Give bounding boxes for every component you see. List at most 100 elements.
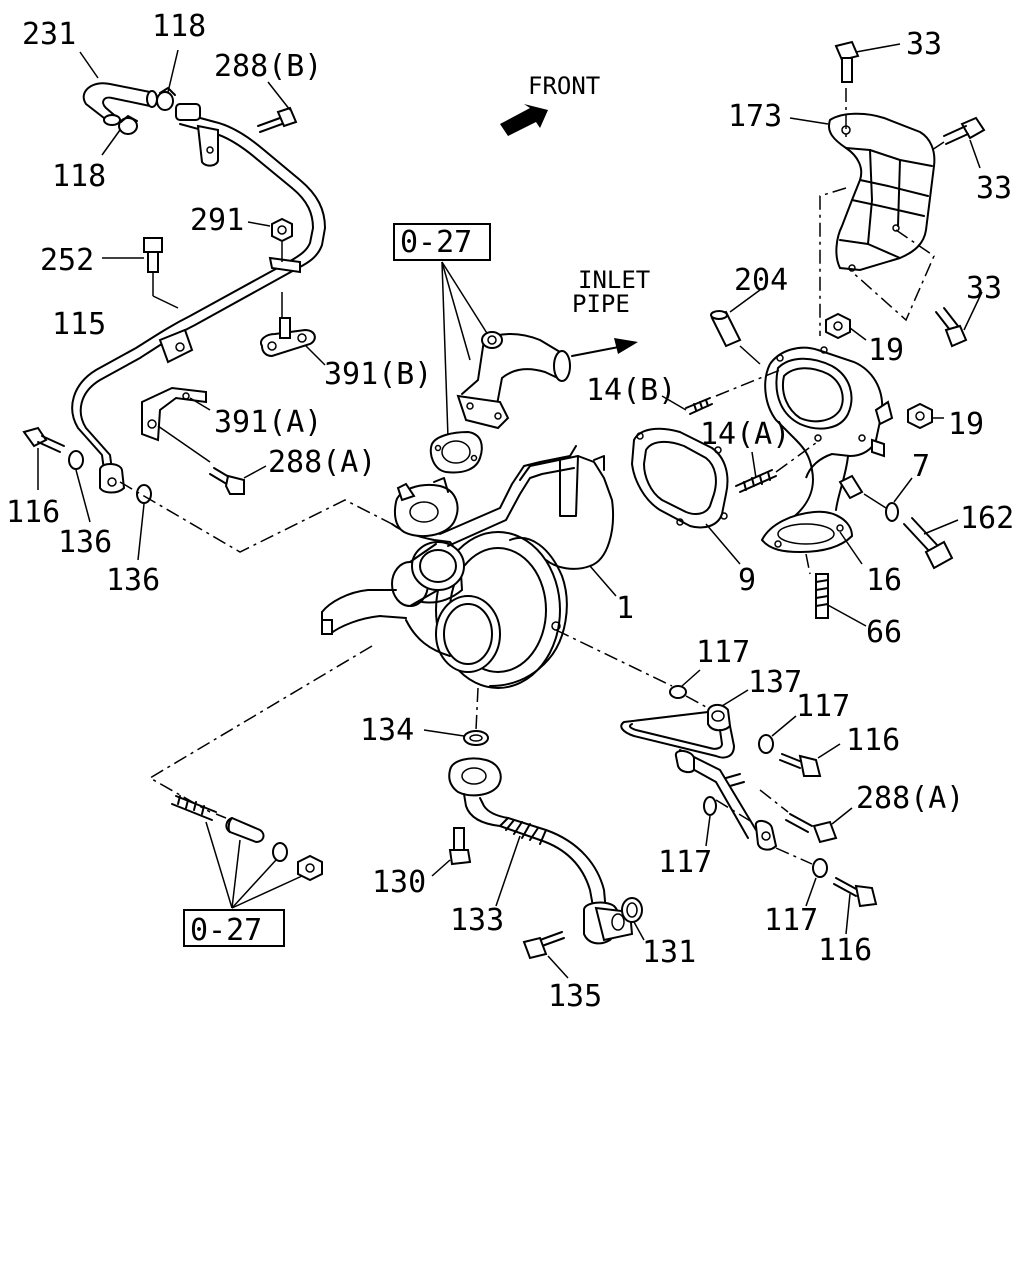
- washer-136-b: [136, 484, 152, 504]
- drain-pipe-133: [448, 757, 634, 945]
- label-204: 204: [734, 263, 788, 298]
- label-131: 131: [642, 935, 696, 970]
- label-pipe: PIPE: [572, 290, 630, 318]
- bolt-252: [143, 237, 163, 273]
- front-arrow-icon: [500, 104, 548, 136]
- label-33-lower: 33: [966, 271, 1002, 306]
- stud-14a: [735, 469, 777, 493]
- label-9: 9: [738, 563, 756, 598]
- label-136-b: 136: [106, 563, 160, 598]
- bolt-288a-left: [209, 467, 245, 495]
- label-0-27-top: 0-27: [400, 225, 472, 260]
- label-288a-right: 288(A): [856, 781, 964, 816]
- label-inlet: INLET: [578, 266, 650, 294]
- bolt-33-lower: [935, 307, 968, 348]
- label-288a-left: 288(A): [268, 445, 376, 480]
- label-291: 291: [190, 203, 244, 238]
- label-130: 130: [372, 865, 426, 900]
- label-117-b: 117: [796, 689, 850, 724]
- label-19-upper: 19: [868, 333, 904, 368]
- exhaust-elbow-16: [760, 346, 894, 554]
- label-136-a: 136: [58, 525, 112, 560]
- heat-shield-173: [828, 112, 936, 272]
- label-118-top: 118: [152, 9, 206, 44]
- bolt-162: [903, 517, 954, 570]
- gasket-9: [630, 427, 729, 529]
- bolt-130: [448, 827, 472, 866]
- inlet-arrow-icon: [614, 338, 638, 354]
- turbocharger-1: [321, 445, 614, 689]
- oil-return-pipe: [620, 711, 778, 851]
- label-33-right: 33: [976, 171, 1012, 206]
- washer-117-d: [812, 858, 828, 878]
- inlet-pipe: [456, 331, 571, 430]
- label-116-right-upper: 116: [846, 723, 900, 758]
- label-288b: 288(B): [214, 49, 322, 84]
- label-133: 133: [450, 903, 504, 938]
- clip-118-upper: [156, 87, 176, 111]
- hose-231: [82, 82, 158, 126]
- bolt-288a-right: [785, 813, 838, 844]
- label-391a: 391(A): [214, 405, 322, 440]
- bolt-33-right: [943, 116, 986, 145]
- inlet-gasket: [429, 430, 483, 474]
- stud-bottom-left: [171, 795, 217, 821]
- nut-19-lower: [907, 402, 933, 430]
- label-14a: 14(A): [700, 417, 790, 452]
- bolt-288b: [257, 106, 298, 133]
- label-front: FRONT: [528, 72, 600, 100]
- label-33-top: 33: [906, 27, 942, 62]
- nut-19-upper: [825, 312, 851, 340]
- washer-7: [885, 502, 899, 522]
- clip-118-lower: [118, 115, 138, 135]
- label-14b: 14(B): [586, 373, 676, 408]
- washer-bottom-left: [272, 842, 288, 862]
- label-116-left: 116: [6, 495, 60, 530]
- label-7: 7: [912, 449, 930, 484]
- washer-117-a: [669, 685, 687, 699]
- label-1: 1: [616, 591, 634, 626]
- label-117-d: 117: [764, 903, 818, 938]
- bracket-391b: [260, 317, 316, 358]
- o-ring-131: [621, 897, 643, 923]
- label-135: 135: [548, 979, 602, 1014]
- bolt-116-right-lower: [833, 877, 878, 908]
- spacer-bottom-left: [225, 817, 265, 843]
- stud-66: [815, 573, 829, 619]
- bolt-33-top: [834, 40, 860, 83]
- label-115: 115: [52, 307, 106, 342]
- bolt-116-right-upper: [779, 753, 822, 777]
- label-0-27-bottom: 0-27: [190, 913, 262, 948]
- label-134: 134: [360, 713, 414, 748]
- washer-117-b: [758, 734, 774, 754]
- label-117-a: 117: [696, 635, 750, 670]
- ref-box-0-27-top: [393, 223, 491, 261]
- label-116-right-lower: 116: [818, 933, 872, 968]
- bolt-135: [522, 931, 565, 960]
- label-162: 162: [960, 501, 1014, 536]
- washer-136-a: [68, 450, 84, 470]
- nut-291: [271, 217, 293, 243]
- label-66: 66: [866, 615, 902, 650]
- label-137: 137: [748, 665, 802, 700]
- label-19-lower: 19: [948, 407, 984, 442]
- label-173: 173: [728, 99, 782, 134]
- label-16: 16: [866, 563, 902, 598]
- washer-117-c: [703, 796, 717, 816]
- oil-feed-pipe-115: [71, 103, 326, 494]
- o-ring-134: [463, 730, 489, 746]
- label-118-bottom: 118: [52, 159, 106, 194]
- pin-204: [710, 310, 742, 348]
- bolt-116-left: [22, 426, 65, 453]
- nut-bottom-left: [297, 854, 323, 882]
- label-391b: 391(B): [324, 357, 432, 392]
- banjo-137: [707, 704, 732, 732]
- label-252: 252: [40, 243, 94, 278]
- stud-14b: [685, 397, 713, 415]
- label-231: 231: [22, 17, 76, 52]
- bracket-391a: [141, 386, 207, 442]
- label-117-c: 117: [658, 845, 712, 880]
- ref-box-0-27-bottom: [183, 909, 285, 947]
